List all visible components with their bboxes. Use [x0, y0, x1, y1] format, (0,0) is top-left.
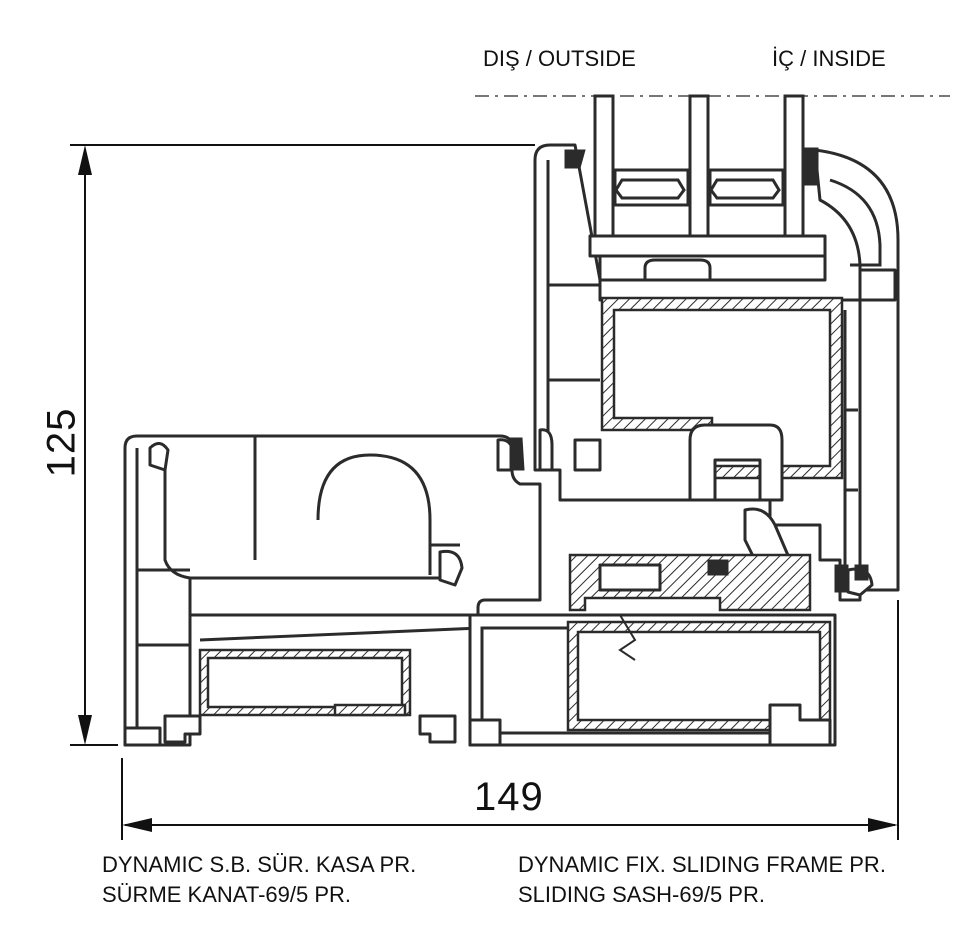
left-caption-line-2: SÜRME KANAT-69/5 PR.: [102, 882, 351, 907]
right-frame-profile: [468, 613, 837, 747]
gaskets: [509, 147, 869, 593]
height-dimension: [70, 144, 535, 746]
outside-label: DIŞ / OUTSIDE: [483, 46, 636, 71]
right-caption-line-2: SLIDING SASH-69/5 PR.: [518, 882, 765, 907]
width-dimension: [121, 600, 899, 840]
left-caption: DYNAMIC S.B. SÜR. KASA PR. SÜRME KANAT-6…: [102, 850, 416, 910]
right-caption-line-1: DYNAMIC FIX. SLIDING FRAME PR.: [518, 852, 886, 877]
left-caption-line-1: DYNAMIC S.B. SÜR. KASA PR.: [102, 852, 417, 877]
width-value: 149: [474, 775, 544, 819]
inside-label: İÇ / INSIDE: [772, 46, 886, 71]
sash-profile: [533, 143, 900, 612]
height-value: 125: [39, 407, 84, 478]
glass-unit: [588, 94, 827, 282]
right-caption: DYNAMIC FIX. SLIDING FRAME PR. SLIDING S…: [518, 850, 886, 910]
left-frame-profile: [123, 434, 542, 747]
